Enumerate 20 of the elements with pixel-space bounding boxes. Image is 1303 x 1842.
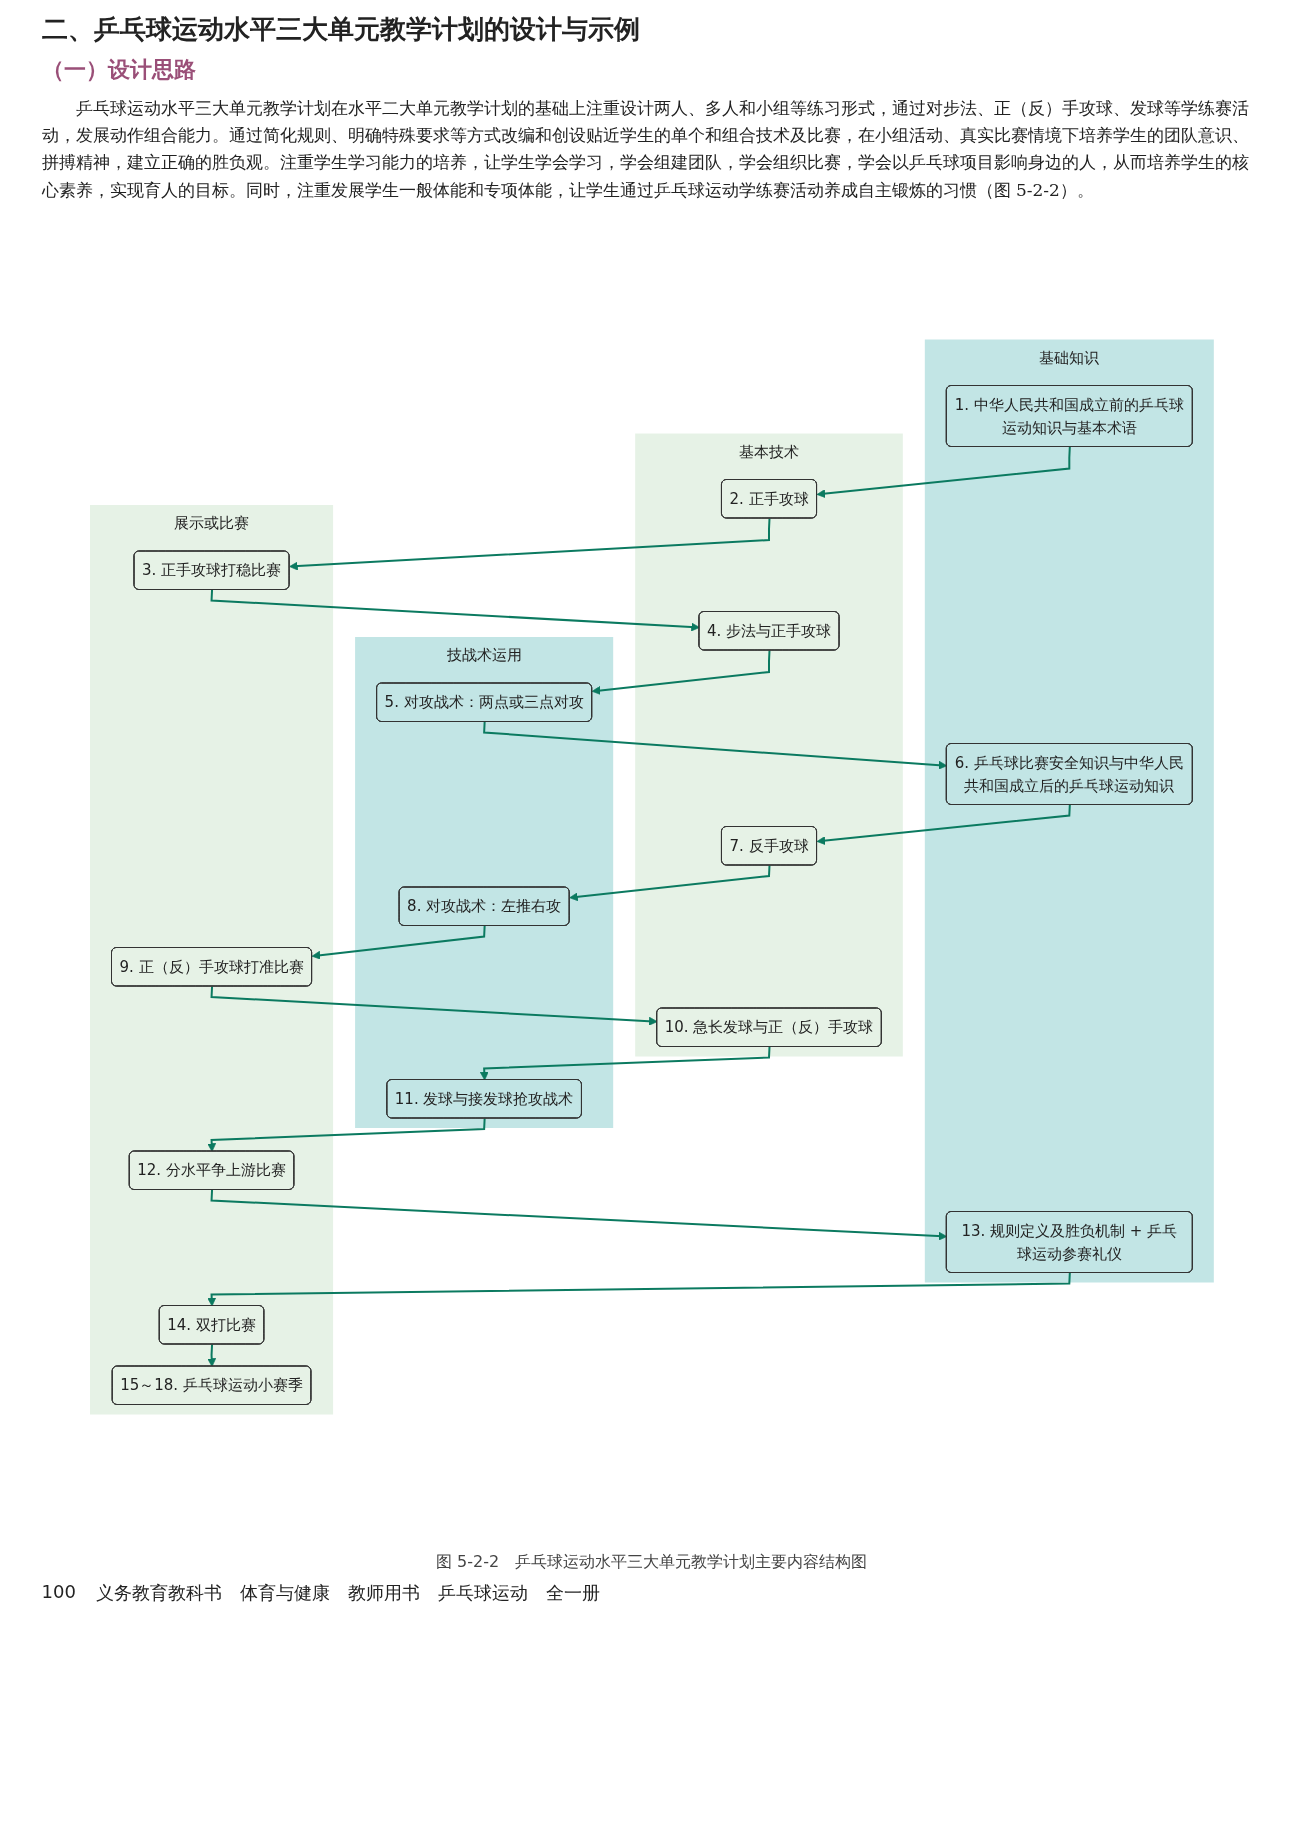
subsection-heading: （一）设计思路 (41, 56, 196, 84)
page-number: 100 (41, 1580, 76, 1604)
book-title: 义务教育教科书 体育与健康 教师用书 乒乓球运动 全一册 (95, 1580, 600, 1605)
arrow (482, 720, 947, 770)
arrow (206, 1271, 1071, 1307)
arrow (591, 649, 771, 695)
section-heading: 二、乒乓球运动水平三大单元教学计划的设计与示例 (41, 13, 641, 46)
arrow (311, 924, 486, 960)
arrow (568, 864, 771, 901)
arrow (816, 445, 1071, 498)
body-paragraph: 乒乓球运动水平三大单元教学计划在水平二大单元教学计划的基础上注重设计两人、多人和小组等练习形式，通过对步法、正（反）手攻球、发球等学练赛活动，发展动作组合能力。通过简化规则、明确特殊要求等方式改编和创设贴近学生的单个和组合技术及比赛，在小组活动、真实比赛情境下培养学生的团队意识、拼搏精神，建立正确的胜负观。注重学生学习能力的培养，让学生学会学习，学会组建团队，学会组织比赛，学会以乒乓球项目影响身边的人，从而培养学生的核心素养，实现育人的目标。同时，注重发展学生一般体能和专项体能，让学生通过乒乓球运动学练赛活动养成自主锻炼的习惯（图 5-2-2）。 (41, 97, 1250, 202)
arrow (479, 1045, 771, 1081)
arrow (206, 1117, 486, 1152)
arrow (210, 588, 700, 632)
arrow (288, 517, 771, 571)
arrow (210, 985, 658, 1026)
arrow (206, 1343, 216, 1367)
figure-caption: 图 5-2-2 乒乓球运动水平三大单元教学计划主要内容结构图 (434, 1551, 869, 1573)
arrow (210, 1188, 947, 1241)
arrow (816, 803, 1071, 845)
